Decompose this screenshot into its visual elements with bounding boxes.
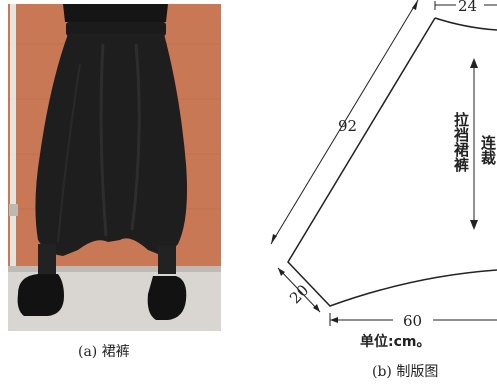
label-column-1: 拉裆裙裤 [452,111,470,173]
unit-text: 单位:cm。 [360,333,431,350]
dim-20-line [277,267,321,313]
skirt-pants-photo-illustration [8,4,221,331]
skirt-pants-photo [8,4,221,331]
dim-92-line [270,0,419,245]
waist-curve [434,17,497,31]
dim-92-label: 92 [338,117,357,135]
dim-24-label: 24 [458,0,477,15]
dim-92-arrow-bottom [271,234,277,244]
grain-arrow-head-top [470,58,478,68]
dim-60-arrow-left [330,317,338,323]
pattern-drawing-svg: 24 92 20 60 拉裆裙裤 连裁 单位:cm。 (b) 制版图 [270,0,497,380]
pattern-drawing: 24 92 20 60 拉裆裙裤 连裁 单位:cm。 (b) 制版图 [248,0,497,388]
dim-60-label: 60 [403,312,422,330]
figure-a-caption: (a) 裙裤 [78,344,130,360]
label-column-2: 连裁 [479,134,497,166]
dim-20-arrow-bottom [313,304,320,312]
dim-20-arrow-top [278,268,285,276]
grain-arrow-head-bottom [470,220,478,230]
pattern-outline [287,17,497,307]
dim-92-arrow-top [412,0,418,10]
dim-20-label: 20 [286,281,312,307]
figure-b-caption: (b) 制版图 [372,364,438,380]
